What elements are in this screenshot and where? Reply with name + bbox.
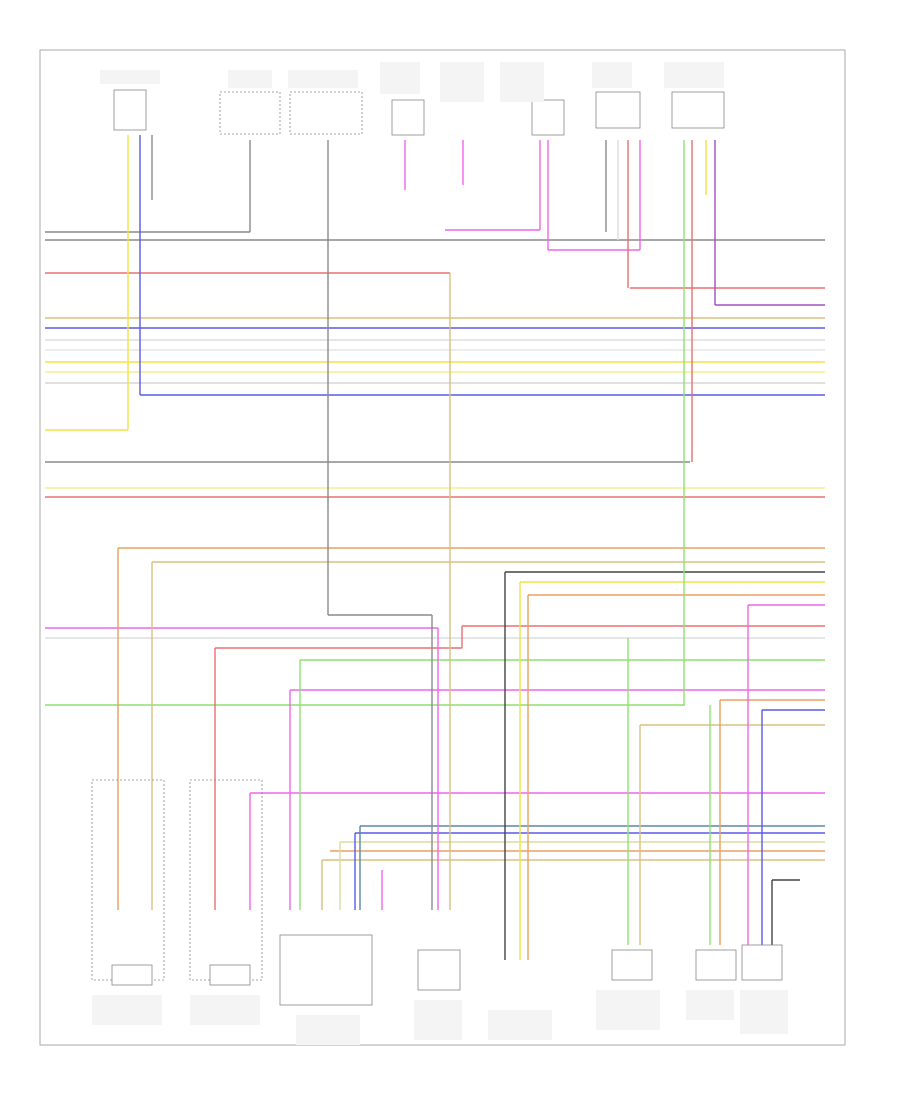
component-box: [209, 964, 251, 986]
component-box: [695, 949, 737, 981]
component-box: [611, 949, 653, 981]
component-box: [189, 779, 263, 981]
component-box: [417, 949, 461, 991]
diagram-frame: [39, 49, 846, 1046]
component-box: [531, 99, 565, 136]
component-box: [279, 934, 373, 1006]
bottom-components: [91, 779, 788, 1045]
component-box: [219, 91, 281, 135]
top-components: [100, 62, 725, 136]
component-box: [741, 944, 783, 981]
component-box: [391, 99, 425, 136]
component-box: [113, 89, 147, 131]
vertical-runs: [117, 135, 800, 960]
component-box: [671, 91, 725, 129]
component-box: [91, 779, 165, 981]
component-box: [289, 91, 363, 135]
component-box: [111, 964, 153, 986]
component-box: [595, 91, 641, 129]
horizontal-bus: [45, 231, 825, 861]
